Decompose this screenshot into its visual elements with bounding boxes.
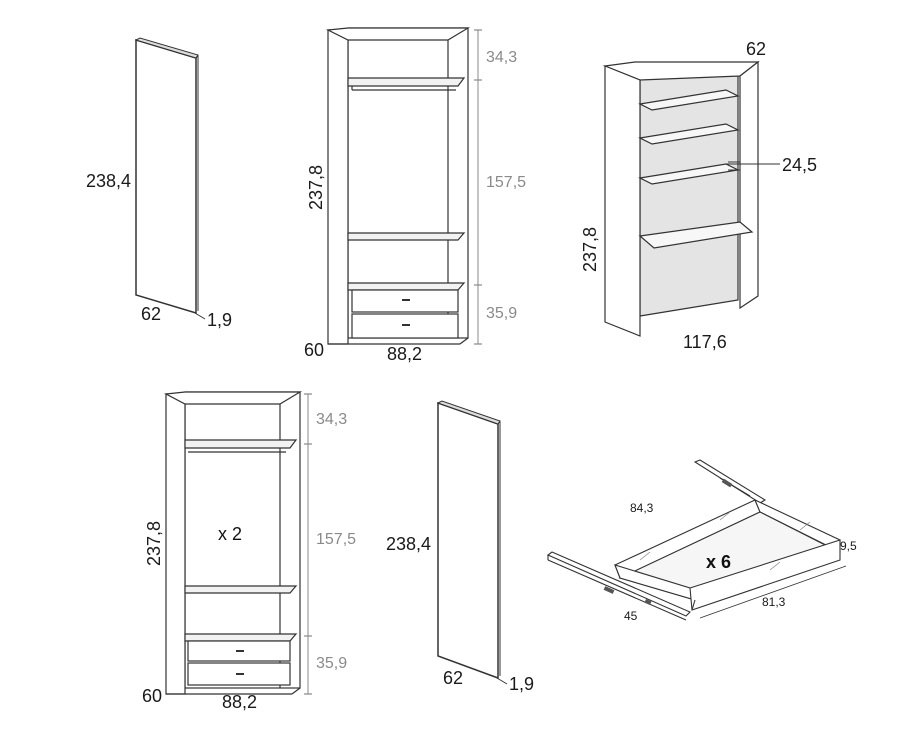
side-panel-bottom-depth: 62 bbox=[443, 668, 463, 688]
side-panel-bottom-thickness: 1,9 bbox=[509, 674, 534, 694]
side-panel-top-height: 238,4 bbox=[86, 171, 131, 191]
wardrobe-bottom-width: 88,2 bbox=[222, 692, 257, 712]
wardrobe-bottom bbox=[163, 391, 312, 695]
side-panel-top-thickness: 1,9 bbox=[207, 310, 232, 330]
side-panel-bottom: 238,4 62 1,9 bbox=[386, 400, 534, 694]
drawer-tray-width: 81,3 bbox=[762, 595, 786, 609]
side-panel-bottom-height: 238,4 bbox=[386, 534, 431, 554]
wardrobe-bottom-seg-bottom: 35,9 bbox=[316, 655, 347, 672]
drawer-tray-length: 84,3 bbox=[630, 501, 654, 515]
bookcase-height: 237,8 bbox=[580, 227, 600, 272]
wardrobe-top-seg-bottom: 35,9 bbox=[486, 305, 517, 322]
wardrobe-bottom-depth: 60 bbox=[142, 686, 162, 706]
bookcase-shelf-spacing: 24,5 bbox=[782, 155, 817, 175]
bookcase-depth: 62 bbox=[746, 39, 766, 59]
drawer-tray-multiplier: x 6 bbox=[706, 552, 731, 572]
wardrobe-top bbox=[325, 27, 482, 345]
wardrobe-top-seg-mid: 157,5 bbox=[486, 174, 526, 191]
bookcase-width: 117,6 bbox=[683, 332, 727, 352]
drawer-tray-rail: 45 bbox=[624, 609, 638, 623]
drawer-tray-height: 9,5 bbox=[840, 539, 857, 553]
bookcase bbox=[602, 60, 780, 337]
wardrobe-top-width: 88,2 bbox=[387, 344, 422, 364]
wardrobe-bottom-seg-top: 34,3 bbox=[316, 411, 347, 428]
wardrobe-top-height: 237,8 bbox=[306, 165, 326, 210]
drawer-tray bbox=[546, 459, 847, 621]
wardrobe-bottom-height: 237,8 bbox=[144, 521, 164, 566]
wardrobe-bottom-seg-mid: 157,5 bbox=[316, 531, 356, 548]
wardrobe-top-depth: 60 bbox=[304, 340, 324, 360]
wardrobe-bottom-multiplier: x 2 bbox=[218, 524, 242, 544]
side-panel-top-depth: 62 bbox=[141, 304, 161, 324]
side-panel-top: 238,4 62 1,9 bbox=[86, 37, 232, 330]
wardrobe-top-seg-top: 34,3 bbox=[486, 49, 517, 66]
